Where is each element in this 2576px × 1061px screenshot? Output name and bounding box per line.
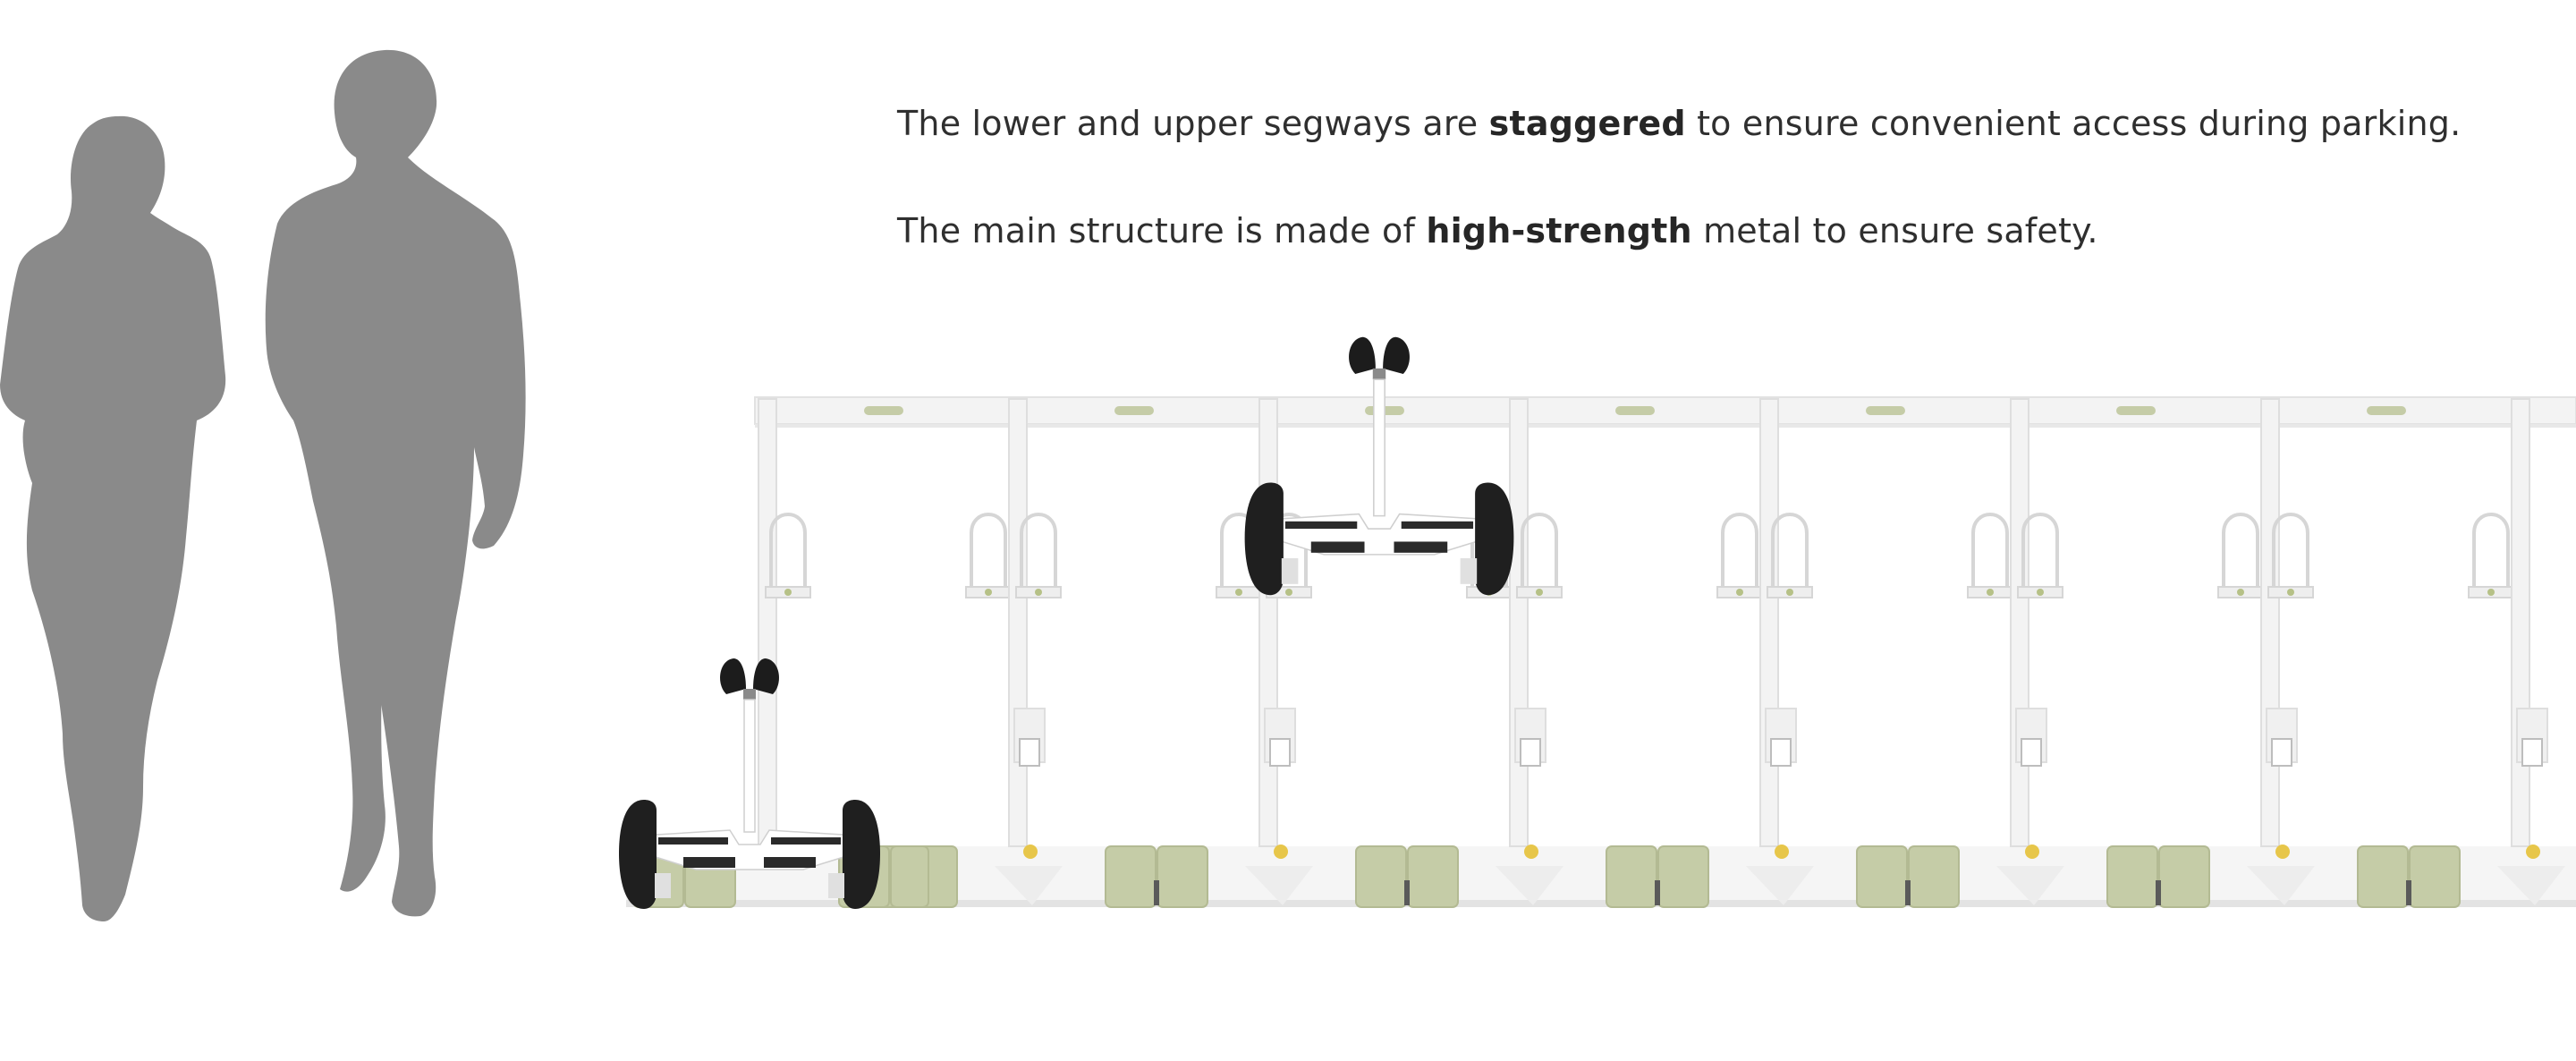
post-display-window <box>2271 738 2292 767</box>
indicator-light-icon <box>2526 845 2540 859</box>
post-display-window <box>1019 738 1040 767</box>
post-foot <box>1996 866 2064 905</box>
base-slot-pad <box>1856 845 1908 908</box>
indicator-light-icon <box>1274 845 1288 859</box>
caption-block: The lower and upper segways are staggere… <box>897 100 2543 254</box>
rail-hook <box>864 406 903 415</box>
post-foot <box>1746 866 1814 905</box>
indicator-light-icon <box>2275 845 2290 859</box>
person-male-silhouette-icon <box>265 49 526 917</box>
base-slot-pad <box>1407 845 1459 908</box>
rack-post <box>1008 398 1028 847</box>
rack-post <box>758 398 777 847</box>
rack-bays <box>632 398 2565 908</box>
lock-loop-icon <box>2472 513 2510 590</box>
rail-hook <box>1866 406 1905 415</box>
lock-light <box>1235 589 1242 596</box>
slot-divider <box>2406 880 2411 905</box>
rack-frame <box>626 396 2576 907</box>
caption-text: The lower and upper segways are <box>897 104 1489 143</box>
caption-emphasis: high-strength <box>1426 211 1692 250</box>
post-foot <box>1245 866 1313 905</box>
post-foot <box>995 866 1063 905</box>
lock-loop-icon <box>2222 513 2259 590</box>
rack-post <box>1258 398 1278 847</box>
lock-loop-icon <box>1721 513 1758 590</box>
base-slot-pad <box>2106 845 2158 908</box>
rail-hook <box>2116 406 2156 415</box>
lock-light <box>985 589 992 596</box>
caption-emphasis: staggered <box>1488 104 1686 143</box>
post-display-window <box>2521 738 2543 767</box>
indicator-light-icon <box>1023 845 1038 859</box>
lock-light <box>1285 589 1292 596</box>
lock-loop-icon <box>769 513 807 590</box>
rack-post <box>2010 398 2029 847</box>
base-slot-pad <box>1105 845 1157 908</box>
caption-line-staggered: The lower and upper segways are staggere… <box>897 100 2543 147</box>
post-foot <box>1496 866 1563 905</box>
slot-divider <box>1154 880 1159 905</box>
caption-text: The main structure is made of <box>897 211 1427 250</box>
lock-loop-icon <box>2021 513 2059 590</box>
indicator-light-icon <box>1524 845 1538 859</box>
rack-post <box>1759 398 1779 847</box>
base-slot-pad <box>2357 845 2409 908</box>
caption-line-strength: The main structure is made of high-stren… <box>897 208 2543 254</box>
slot-divider <box>2156 880 2161 905</box>
rack-post <box>2511 398 2530 847</box>
post-display-window <box>1269 738 1291 767</box>
lock-light <box>2487 589 2495 596</box>
post-display-window <box>1770 738 1792 767</box>
rail-hook <box>1114 406 1154 415</box>
lock-light <box>2237 589 2244 596</box>
lock-light <box>2287 589 2294 596</box>
post-foot <box>2247 866 2315 905</box>
lock-loop-icon <box>1971 513 2009 590</box>
lock-loop-icon <box>1771 513 1809 590</box>
base-slot-pad <box>1606 845 1657 908</box>
base-slot-pad <box>1657 845 1709 908</box>
post-foot <box>2497 866 2565 905</box>
lock-light <box>2037 589 2044 596</box>
rack-post <box>1509 398 1529 847</box>
indicator-light-icon <box>1775 845 1789 859</box>
lock-light <box>1035 589 1042 596</box>
lock-light <box>1987 589 1994 596</box>
slot-divider <box>1655 880 1660 905</box>
person-female-silhouette-icon <box>0 115 226 922</box>
lock-loop-icon <box>1521 513 1558 590</box>
rack-post <box>2260 398 2280 847</box>
lock-light <box>784 589 792 596</box>
base-slot-pad <box>1908 845 1960 908</box>
slot-divider <box>1905 880 1911 905</box>
post-display-window <box>1520 738 1541 767</box>
rail-hook <box>2367 406 2406 415</box>
lock-loop-icon <box>2272 513 2309 590</box>
lock-light <box>1786 589 1793 596</box>
lock-light <box>1736 589 1743 596</box>
base-slot-pad <box>890 845 929 908</box>
post-display-window <box>2021 738 2042 767</box>
base-slot-pad <box>1355 845 1407 908</box>
lock-loop-icon <box>970 513 1007 590</box>
caption-text: metal to ensure safety. <box>1691 211 2098 250</box>
caption-text: to ensure convenient access during parki… <box>1685 104 2462 143</box>
base-slot-pad <box>2409 845 2461 908</box>
lock-loop-icon <box>1020 513 1057 590</box>
indicator-light-icon <box>2025 845 2039 859</box>
lock-light <box>1536 589 1543 596</box>
base-slot-pad <box>1157 845 1208 908</box>
slot-divider <box>1404 880 1410 905</box>
base-slot-pad <box>2158 845 2210 908</box>
rail-hook <box>1615 406 1655 415</box>
